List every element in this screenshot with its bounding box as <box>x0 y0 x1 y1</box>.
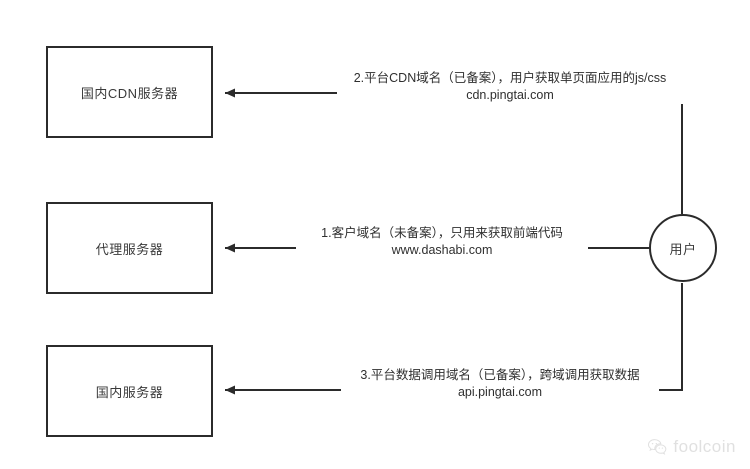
edge-label-api: 3.平台数据调用域名（已备案），跨域调用获取数据 api.pingtai.com <box>341 367 659 401</box>
node-proxy-server[interactable]: 代理服务器 <box>46 202 213 294</box>
node-cdn-server-label: 国内CDN服务器 <box>80 85 179 101</box>
edge-proxy-domain: www.dashabi.com <box>296 241 588 259</box>
edge-cdn-title: 2.平台CDN域名（已备案），用户获取单页面应用的js/css <box>337 70 683 87</box>
edge-label-cdn: 2.平台CDN域名（已备案），用户获取单页面应用的js/css cdn.ping… <box>337 70 683 104</box>
node-domestic-server[interactable]: 国内服务器 <box>46 345 213 437</box>
node-proxy-server-label: 代理服务器 <box>95 241 164 257</box>
edge-cdn-domain: cdn.pingtai.com <box>337 86 683 104</box>
node-domestic-server-label: 国内服务器 <box>95 384 164 400</box>
edge-proxy-title: 1.客户域名（未备案），只用来获取前端代码 <box>296 225 588 242</box>
edge-label-proxy: 1.客户域名（未备案），只用来获取前端代码 www.dashabi.com <box>296 225 588 259</box>
edge-api-domain: api.pingtai.com <box>341 383 659 401</box>
watermark-text: foolcoin <box>673 437 736 456</box>
node-user-label: 用户 <box>669 241 697 257</box>
node-user[interactable]: 用户 <box>649 214 717 282</box>
edge-api-title: 3.平台数据调用域名（已备案），跨域调用获取数据 <box>341 367 659 384</box>
connector-cdn <box>225 88 683 214</box>
wechat-icon <box>647 438 667 456</box>
watermark: foolcoin <box>647 437 736 457</box>
node-cdn-server[interactable]: 国内CDN服务器 <box>46 46 213 138</box>
